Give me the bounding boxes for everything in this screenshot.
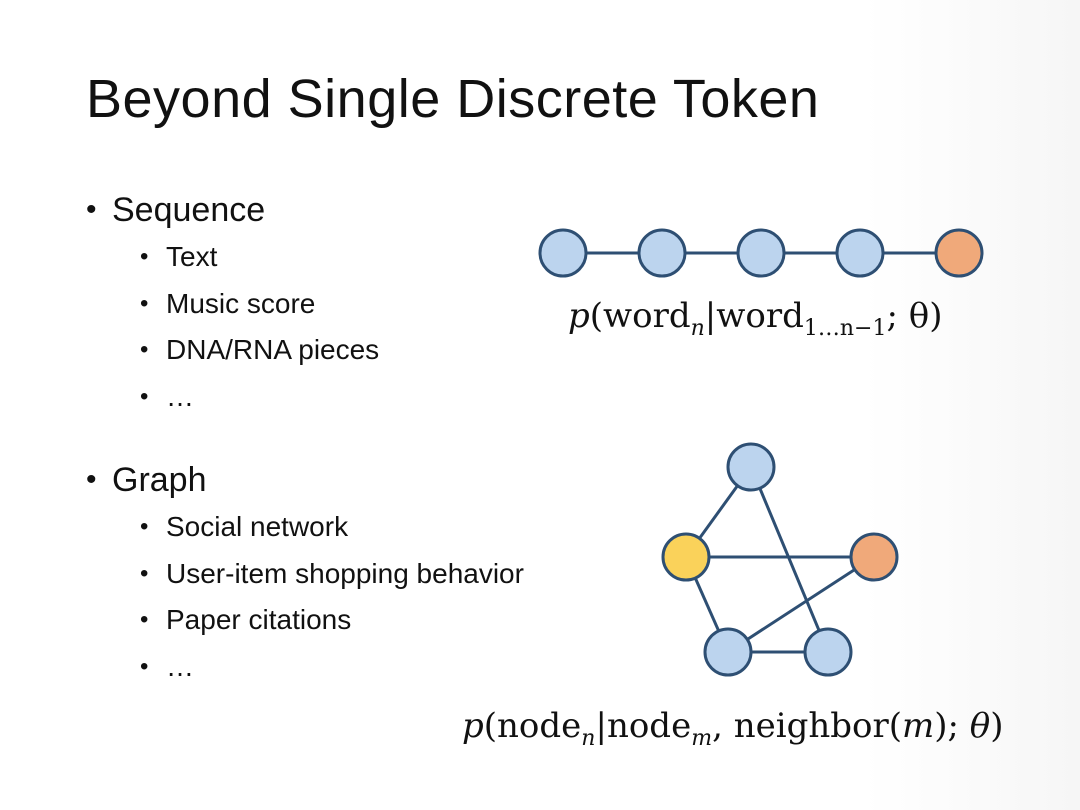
formula-bar: | bbox=[595, 706, 607, 746]
graph-edge bbox=[684, 556, 730, 653]
formula-n: n bbox=[581, 726, 596, 751]
graph-target-node bbox=[849, 532, 899, 582]
sub-bullet-label: User-item shopping behavior bbox=[166, 557, 524, 589]
formula-p: p bbox=[462, 706, 484, 746]
formula-word: word bbox=[603, 296, 691, 336]
graph-node bbox=[703, 627, 753, 677]
sub-bullet-label: … bbox=[166, 650, 194, 682]
graph-edge bbox=[684, 466, 753, 558]
sub-bullet: • … bbox=[86, 644, 606, 691]
sub-bullet-label: Paper citations bbox=[166, 604, 352, 635]
slide-title: Beyond Single Discrete Token bbox=[86, 69, 820, 129]
bullet-dot: • bbox=[140, 382, 149, 410]
bullet-label: Sequence bbox=[112, 191, 266, 229]
formula-neighbor: , neighbor( bbox=[712, 706, 902, 746]
formula-node: node bbox=[497, 706, 582, 746]
formula-subscript: n bbox=[581, 726, 595, 751]
formula-paren: ( bbox=[483, 706, 498, 746]
bullet-graph: • Graph bbox=[86, 456, 606, 504]
sequence-chain bbox=[538, 228, 984, 278]
formula-paren: ) bbox=[990, 706, 1004, 746]
formula-subscript: 1…n−1 bbox=[803, 316, 887, 341]
bullet-dot: • bbox=[140, 606, 149, 633]
sub-bullet: • Paper citations bbox=[86, 597, 606, 644]
formula-bar: | bbox=[704, 296, 717, 336]
sub-bullet: • … bbox=[86, 374, 606, 421]
sub-bullet-label: … bbox=[166, 380, 194, 412]
section-sequence: • Sequence • Text • Music score • DNA/RN… bbox=[86, 186, 606, 420]
sub-bullet-label: Text bbox=[166, 241, 218, 272]
bullet-dot: • bbox=[140, 289, 149, 317]
graph-node bbox=[726, 442, 776, 492]
sub-bullet: • User-item shopping behavior bbox=[86, 551, 606, 598]
bullet-dot: • bbox=[86, 463, 97, 496]
sub-bullet: • DNA/RNA pieces bbox=[86, 327, 606, 374]
formula-m: m bbox=[691, 726, 713, 751]
bullet-list: • Sequence • Text • Music score • DNA/RN… bbox=[86, 186, 606, 690]
bullet-sequence: • Sequence bbox=[86, 186, 606, 234]
sequence-target-node bbox=[934, 228, 984, 278]
formula-paren: ( bbox=[589, 296, 604, 336]
formula-m: m bbox=[902, 706, 935, 746]
formula-subscript: m bbox=[691, 726, 712, 751]
graph-edge bbox=[727, 555, 875, 654]
bullet-dot: • bbox=[86, 193, 97, 226]
formula-node: node bbox=[606, 706, 692, 746]
sub-bullet-label: DNA/RNA pieces bbox=[166, 334, 380, 365]
formula-n: n bbox=[690, 316, 705, 341]
formula-word: word bbox=[716, 296, 804, 336]
bullet-dot: • bbox=[140, 652, 149, 680]
sequence-node bbox=[736, 228, 786, 278]
formula-text: ); bbox=[934, 706, 970, 746]
section-graph: • Graph • Social network • User-item sho… bbox=[86, 456, 606, 690]
sub-bullet-label: Social network bbox=[166, 511, 349, 542]
graph-node bbox=[803, 627, 853, 677]
graph-edge bbox=[749, 466, 830, 653]
sub-bullet: • Text bbox=[86, 234, 606, 281]
sequence-node bbox=[835, 228, 885, 278]
formula-subscript: n bbox=[691, 316, 705, 341]
bullet-dot: • bbox=[140, 559, 149, 587]
formula-p: p bbox=[568, 296, 590, 336]
sub-bullet: • Social network bbox=[86, 504, 606, 551]
sub-bullet: • Music score bbox=[86, 281, 606, 328]
graph-network bbox=[661, 442, 899, 677]
bullet-dot: • bbox=[140, 243, 149, 270]
sequence-formula: p(wordn|word1…n−1; θ) bbox=[568, 296, 942, 341]
sequence-node bbox=[637, 228, 687, 278]
bullet-label: Graph bbox=[112, 461, 207, 499]
sub-bullet-label: Music score bbox=[166, 287, 316, 319]
formula-theta: ; θ bbox=[886, 296, 930, 336]
formula-theta: θ bbox=[969, 706, 991, 746]
bullet-dot: • bbox=[140, 336, 149, 363]
formula-paren: ) bbox=[929, 296, 943, 336]
bullet-dot: • bbox=[140, 513, 149, 540]
graph-source-node bbox=[661, 532, 711, 582]
graph-formula: p(noden|nodem, neighbor(m); θ) bbox=[462, 706, 1004, 751]
